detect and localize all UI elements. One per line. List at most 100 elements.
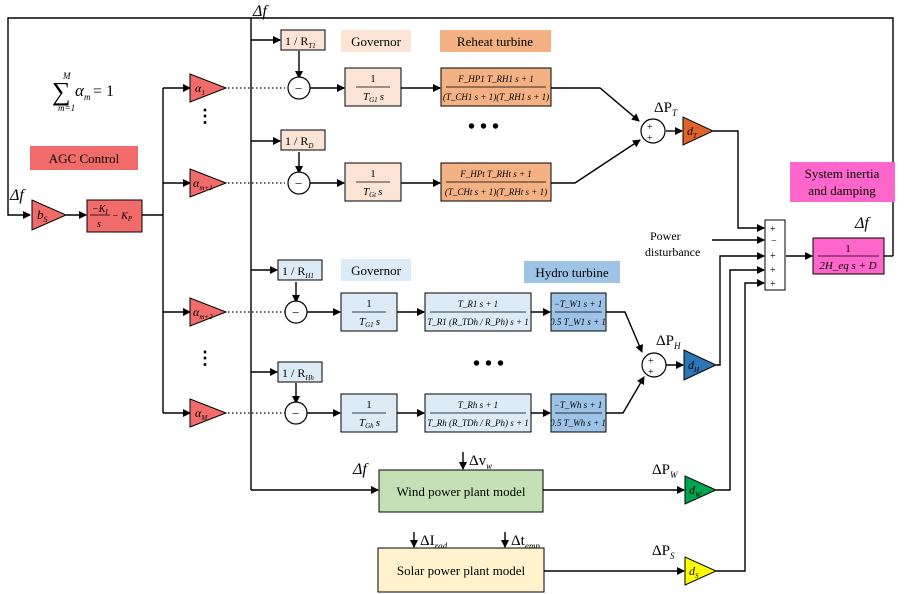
governor-label-bottom: Governor [351,263,401,278]
svg-text:0.5 T_W1 s + 1: 0.5 T_W1 s + 1 [550,317,606,327]
hydro-label: Hydro turbine [535,265,609,280]
governor-badge-bottom [341,259,411,281]
dS-gain [684,556,718,586]
svg-text:−: − [771,236,777,247]
svg-text:T_Rh s + 1: T_Rh s + 1 [458,400,498,410]
df-label-left: Δf [9,187,26,204]
svg-text:1 / RT1: 1 / RT1 [285,34,316,50]
svg-text:+: + [648,356,654,367]
sum-junction-hydro: + + [641,352,667,378]
svg-text:m=1: m=1 [58,103,75,113]
alpha-M-gain [189,398,228,428]
svg-text:Solar power plant model: Solar power plant model [397,563,526,578]
svg-text:1: 1 [845,243,851,255]
sum-junction-h1: − [284,300,308,324]
svg-text:0.5 T_Wh s + 1: 0.5 T_Wh s + 1 [550,418,606,428]
df-label-top: Δf [252,3,269,20]
hydro-badge [524,261,620,283]
svg-text:αM: αM [195,406,208,422]
dPS-label: ΔPS [652,543,675,561]
svg-text:α1: α1 [195,81,205,97]
alpha-m2-gain [189,297,228,327]
svg-text:αm+2: αm+2 [193,305,213,321]
dT-gain [682,116,715,146]
dW-gain [684,475,718,505]
svg-text:−: − [295,81,302,96]
dPT-label: ΔPT [654,100,678,118]
power-disturbance-line1: Power [650,229,681,243]
sum-junction-t1: − [287,76,311,100]
svg-text:+: + [647,133,653,144]
svg-text:1 / RD: 1 / RD [285,134,313,150]
governor-badge-top [341,30,411,52]
svg-text:m: m [84,92,91,102]
bs-text: bS [37,207,48,224]
svg-text:1: 1 [370,73,376,85]
solar-plant-block [377,547,545,593]
svg-text:(T_CHt s + 1)(T_RHt s + 1): (T_CHt s + 1)(T_RHt s + 1) [445,187,547,197]
sum-junction-h2: − [284,401,308,425]
df-label-right: Δf [854,215,871,232]
dt-label: Δtemp [511,533,540,551]
svg-text:+: + [770,265,776,276]
sum-junction-thermal: + + [640,118,666,144]
blocks: bS −KI s − KP α1 αm+1 αm+2 αM 1 / RT1 1 … [31,29,885,593]
signal-labels: Δf Δf Δf Δf M ∑ m=1 α m = 1 ΔPT ΔPH ΔPW … [9,3,871,561]
svg-text:dS: dS [689,564,699,580]
svg-text:1 / RHh: 1 / RHh [282,366,314,382]
system-label-line2: and damping [808,183,876,198]
alpha-m1-gain [189,168,228,198]
bs-gain [31,199,68,231]
system-label-line1: System inertia [805,166,880,181]
dPW-label: ΔPW [652,462,679,480]
main-summing-block [764,219,786,291]
svg-text:T_R1 (R_TDh / R_Ph) s + 1: T_R1 (R_TDh / R_Ph) s + 1 [427,317,529,327]
dH-gain [683,349,718,381]
system-badge [790,162,895,202]
svg-text:+: + [770,224,776,235]
svg-text:−KI: −KI [92,204,108,216]
svg-text:α: α [75,81,85,100]
agc-control-badge [30,146,138,170]
svg-text:F_HP1 T_RH1 s + 1: F_HP1 T_RH1 s + 1 [457,74,534,84]
svg-text:+: + [648,367,654,378]
df-label-wind: Δf [352,461,369,478]
sum-junction-t2: − [287,171,311,195]
svg-text:dT: dT [687,124,698,140]
dI-label: ΔIrad [420,533,448,551]
svg-text:1: 1 [366,298,372,310]
svg-text:1: 1 [366,399,372,411]
svg-text:2H_eq s + D: 2H_eq s + D [819,260,876,272]
svg-text:Wind power plant model: Wind power plant model [396,484,525,499]
svg-text:−: − [292,406,299,421]
header-badges: AGC Control Governor Reheat turbine Gove… [30,30,895,283]
droop-t1-block [280,29,326,51]
svg-text:+: + [770,279,776,290]
reheat-label: Reheat turbine [457,34,533,49]
svg-text:− KP: − KP [112,211,133,223]
droop-h1-block [277,259,323,281]
svg-text:dH: dH [688,358,700,374]
svg-text:−: − [292,305,299,320]
dPH-label: ΔPH [656,333,681,351]
svg-text:= 1: = 1 [93,83,114,100]
svg-text:∑: ∑ [52,77,71,106]
svg-text:dW: dW [689,483,702,499]
signal-wires [7,17,894,575]
svg-text:−T_W1 s + 1: −T_W1 s + 1 [554,299,602,309]
svg-text:(T_CH1 s + 1)(T_RH1 s + 1): (T_CH1 s + 1)(T_RH1 s + 1) [443,92,549,102]
pi-controller-block [86,199,143,233]
svg-text:−: − [295,176,302,191]
svg-text:1: 1 [370,168,376,180]
svg-text:1 / RH1: 1 / RH1 [282,264,314,280]
vdots-lower: ⋮ [196,348,214,368]
svg-text:T_R1 s + 1: T_R1 s + 1 [458,299,498,309]
svg-text:T_Rh (R_TDh / R_Ph) s + 1: T_Rh (R_TDh / R_Ph) s + 1 [427,418,529,428]
alpha-sum-formula: M ∑ m=1 α m = 1 [52,71,114,113]
svg-text:αm+1: αm+1 [193,176,213,192]
